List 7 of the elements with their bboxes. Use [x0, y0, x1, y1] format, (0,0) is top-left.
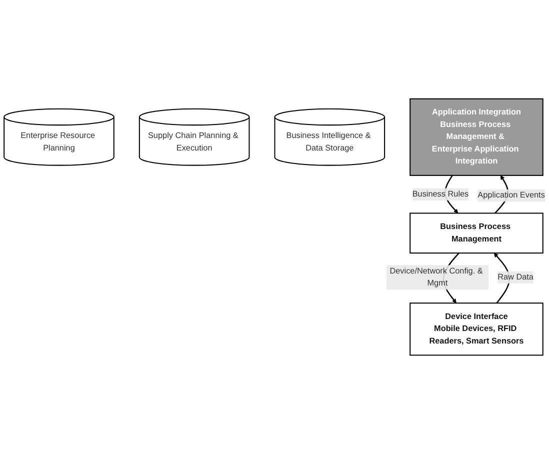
edge-label: Raw Data	[498, 272, 534, 282]
node-box: Device Interface Mobile Devices, RFID Readers, Smart Sensors	[410, 302, 544, 356]
edge-label: Business Rules	[412, 190, 469, 198]
node-box: Application Integration Business Process Management & Enterprise Application Integration	[410, 98, 544, 176]
edge-label: Device/Network Config. & Mgmt	[390, 266, 483, 288]
edge-label: Application Events	[478, 190, 545, 200]
node-box: Business Process Management	[410, 212, 544, 254]
